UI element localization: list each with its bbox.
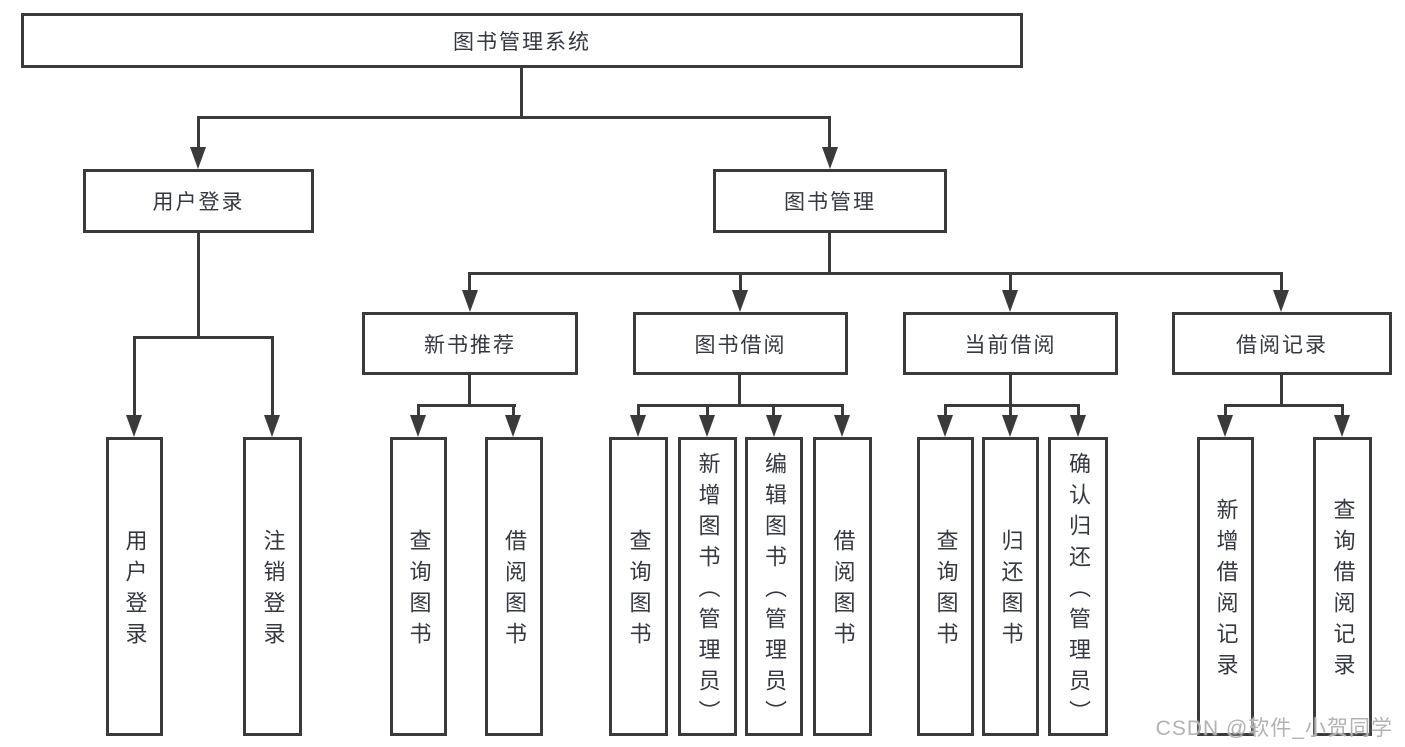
connector-line: [1009, 272, 1012, 292]
connector-line: [1280, 272, 1283, 292]
node-leaf-user-login: 用户登录: [106, 437, 163, 736]
node-leaf-add-borrow-record: 新增借阅记录: [1197, 437, 1254, 736]
arrow-down-icon: [1070, 415, 1086, 437]
arrow-down-icon: [732, 290, 748, 312]
leaf-label: 新增图书（管理员）: [695, 451, 721, 731]
node-leaf-query-books-borrow: 查询图书: [609, 437, 668, 736]
connector-line: [738, 374, 741, 407]
node-current-borrow: 当前借阅: [903, 312, 1118, 375]
arrow-down-icon: [1217, 415, 1233, 437]
connector-line: [133, 336, 274, 339]
arrow-down-icon: [834, 415, 850, 437]
connector-line: [944, 404, 1080, 407]
node-leaf-return-books: 归还图书: [982, 437, 1039, 736]
node-leaf-confirm-return-admin: 确认归还（管理员）: [1048, 437, 1108, 736]
arrow-down-icon: [126, 415, 142, 437]
node-leaf-edit-book-admin: 编辑图书（管理员）: [745, 437, 803, 736]
connector-line: [133, 336, 136, 417]
leaf-label: 查询图书: [933, 529, 959, 653]
arrow-down-icon: [630, 415, 646, 437]
connector-line: [944, 404, 947, 417]
leaf-label: 查询借阅记录: [1330, 498, 1356, 684]
arrow-down-icon: [766, 415, 782, 437]
leaf-label: 归还图书: [998, 529, 1024, 653]
node-borrow-records: 借阅记录: [1172, 312, 1392, 375]
connector-line: [828, 116, 831, 149]
leaf-label: 注销登录: [260, 529, 286, 653]
connector-line: [1009, 404, 1012, 417]
connector-line: [1224, 404, 1344, 407]
connector-line: [1077, 404, 1080, 417]
node-leaf-logout: 注销登录: [243, 437, 302, 736]
arrow-down-icon: [1002, 290, 1018, 312]
connector-line: [1009, 374, 1012, 407]
leaf-label: 借阅图书: [830, 529, 856, 653]
connector-line: [739, 272, 742, 292]
connector-line: [520, 67, 523, 117]
connector-line: [468, 272, 471, 292]
connector-line: [417, 404, 420, 417]
arrow-down-icon: [505, 415, 521, 437]
leaf-label: 查询图书: [626, 529, 652, 653]
connector-line: [828, 233, 831, 275]
node-user-login: 用户登录: [83, 169, 314, 233]
node-new-book-recommend-label: 新书推荐: [424, 333, 516, 357]
arrow-down-icon: [190, 147, 206, 169]
node-leaf-query-books-recommend: 查询图书: [390, 437, 447, 736]
node-leaf-query-borrow-record: 查询借阅记录: [1313, 437, 1372, 736]
connector-line: [468, 272, 1283, 275]
leaf-label: 借阅图书: [502, 529, 527, 653]
node-leaf-query-books-current: 查询图书: [917, 437, 974, 736]
node-root-label: 图书管理系统: [453, 30, 591, 54]
connector-line: [706, 404, 709, 417]
connector-line: [197, 116, 831, 119]
node-book-management-label: 图书管理: [784, 191, 876, 214]
node-user-login-label: 用户登录: [152, 191, 245, 214]
node-leaf-add-book-admin: 新增图书（管理员）: [678, 437, 737, 736]
node-book-borrow: 图书借阅: [633, 312, 848, 375]
connector-line: [271, 336, 274, 417]
arrow-down-icon: [462, 290, 478, 312]
arrow-down-icon: [264, 415, 280, 437]
leaf-label: 编辑图书（管理员）: [762, 451, 787, 731]
connector-line: [417, 404, 516, 407]
connector-line: [1224, 404, 1227, 417]
connector-line: [468, 374, 471, 407]
leaf-label: 用户登录: [122, 529, 148, 653]
node-book-management: 图书管理: [713, 169, 947, 233]
arrow-down-icon: [410, 415, 426, 437]
arrow-down-icon: [699, 415, 715, 437]
connector-line: [197, 116, 200, 149]
connector-line: [197, 233, 200, 339]
connector-line: [637, 404, 640, 417]
arrow-down-icon: [1273, 290, 1289, 312]
connector-line: [1280, 374, 1283, 407]
node-book-borrow-label: 图书借阅: [694, 333, 787, 357]
leaf-label: 新增借阅记录: [1213, 498, 1239, 684]
node-new-book-recommend: 新书推荐: [362, 312, 578, 375]
node-leaf-borrow-books: 借阅图书: [813, 437, 872, 736]
arrow-down-icon: [822, 147, 838, 169]
arrow-down-icon: [937, 415, 953, 437]
node-current-borrow-label: 当前借阅: [964, 333, 1057, 357]
connector-line: [772, 404, 775, 417]
connector-line: [841, 404, 844, 417]
arrow-down-icon: [1002, 415, 1018, 437]
arrow-down-icon: [1334, 415, 1350, 437]
connector-line: [512, 404, 515, 417]
leaf-label: 查询图书: [406, 529, 432, 653]
node-root: 图书管理系统: [21, 13, 1023, 68]
node-borrow-records-label: 借阅记录: [1236, 333, 1328, 357]
node-leaf-borrow-books-recommend: 借阅图书: [485, 437, 543, 736]
leaf-label: 确认归还（管理员）: [1066, 451, 1091, 731]
connector-line: [637, 404, 844, 407]
csdn-watermark: CSDN @软件_小贺同学: [1155, 717, 1393, 740]
connector-line: [1341, 404, 1344, 417]
